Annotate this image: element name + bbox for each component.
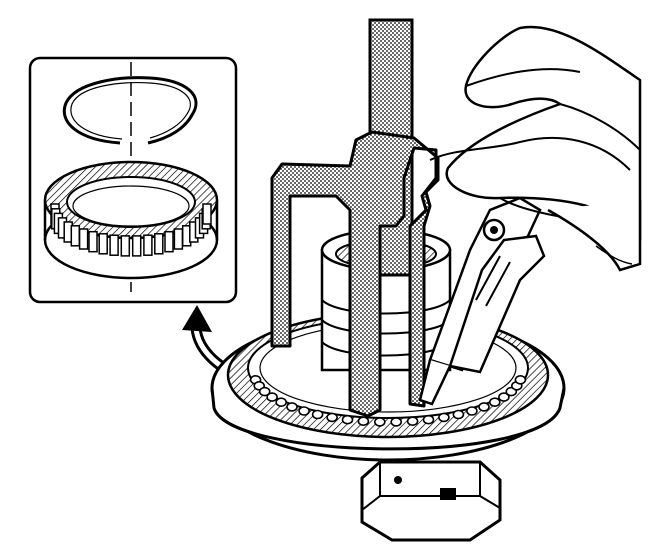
clutch-roller <box>131 235 142 257</box>
clutch-roller <box>202 203 212 225</box>
drum-hole <box>258 386 271 397</box>
drum-hole <box>298 406 310 416</box>
clutch-roller <box>109 234 119 256</box>
clutch-roller <box>78 228 89 250</box>
clutch-roller <box>164 230 174 253</box>
drum-hole <box>406 416 419 427</box>
roller-clutch <box>43 160 219 280</box>
puller-tool <box>270 130 440 418</box>
drum-hole <box>275 397 288 408</box>
drum-hole <box>373 417 386 427</box>
clutch-roller <box>143 234 153 256</box>
drum-hole <box>498 392 510 402</box>
drum-hole <box>341 414 354 425</box>
bracket <box>360 460 502 542</box>
hands <box>429 25 642 272</box>
drum-hole <box>514 374 527 385</box>
clutch-roller <box>154 233 164 255</box>
clutch-roller <box>120 235 131 257</box>
clutch-roller <box>70 225 81 247</box>
pliers <box>418 196 546 406</box>
drum-hole <box>326 412 338 423</box>
drum-hole <box>266 392 278 402</box>
drum-hole <box>390 417 403 427</box>
drum-hole <box>357 416 370 427</box>
snap-ring <box>62 76 198 145</box>
drum-hole <box>286 402 298 412</box>
clutch-roller <box>98 233 108 255</box>
drum-hole <box>311 409 324 420</box>
drum-hole <box>488 397 501 408</box>
drum-hole <box>438 412 450 423</box>
clutch-roller <box>173 228 184 250</box>
drum-hole <box>422 414 435 425</box>
drum-hole <box>452 409 465 420</box>
drum-hole <box>466 406 478 416</box>
clutch-roller <box>88 230 98 253</box>
drum-hole <box>478 402 490 412</box>
